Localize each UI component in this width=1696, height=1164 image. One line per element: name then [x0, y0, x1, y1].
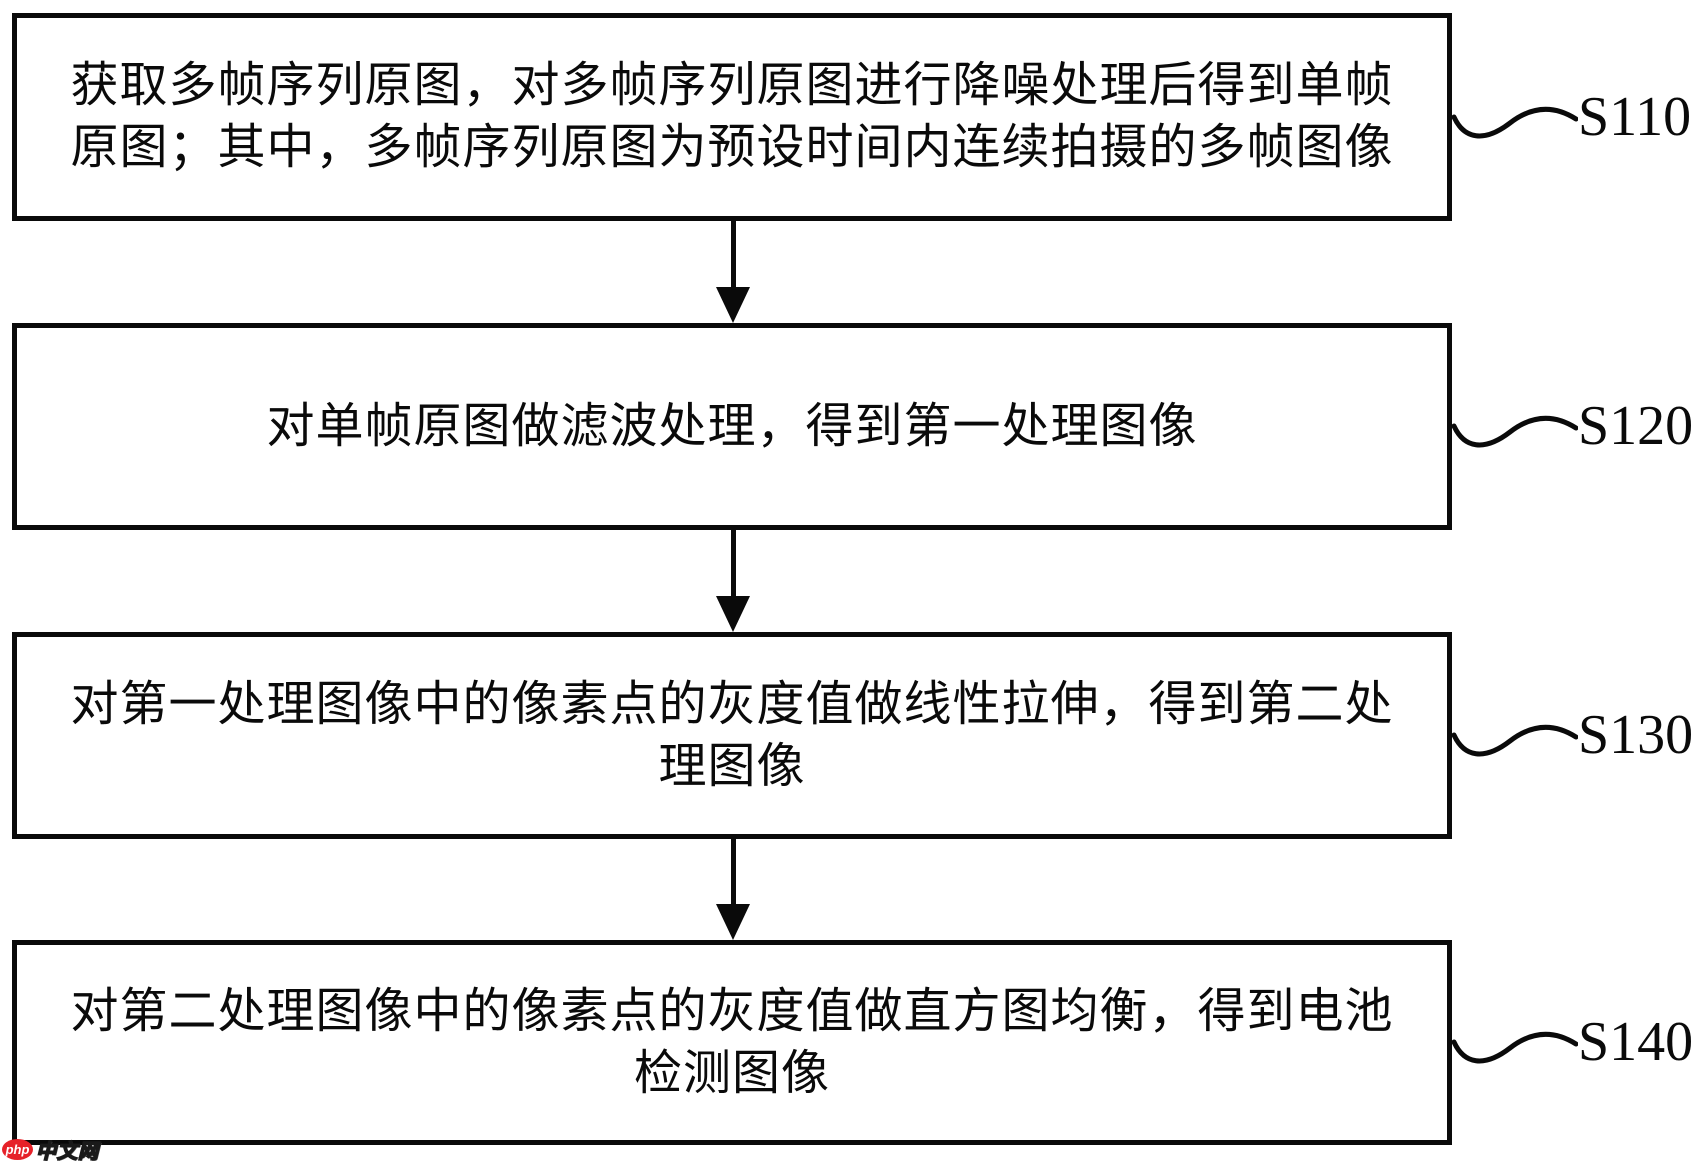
step-label: S110	[1578, 86, 1692, 148]
flow-arrow	[716, 529, 750, 632]
step-reference-s110: S110	[1452, 85, 1696, 149]
step-text-line: 对单帧原图做滤波处理，得到第一处理图像	[266, 399, 1198, 453]
step-text-line: 原图；其中，多帧序列原图为预设时间内连续拍摄的多帧图像	[70, 121, 1394, 174]
step-text-line: 检测图像	[633, 1046, 830, 1100]
step-reference-s140: S140	[1452, 1010, 1696, 1074]
flow-arrow	[716, 838, 750, 940]
step-reference-s130: S130	[1452, 703, 1696, 767]
step-label: S130	[1578, 704, 1694, 766]
php-badge-icon: php	[2, 1139, 33, 1160]
arrow-shaft	[731, 220, 736, 290]
watermark-logo: php 中文网	[2, 1138, 99, 1164]
step-text-line: 理图像	[658, 739, 806, 793]
squiggle-connector-icon	[1452, 724, 1578, 757]
arrow-down-icon	[716, 596, 750, 632]
watermark-text: 中文网	[35, 1140, 99, 1164]
step-text-line: 对第一处理图像中的像素点的灰度值做线性拉伸，得到第二处	[70, 677, 1394, 731]
flow-step-box-s140: 对第二处理图像中的像素点的灰度值做直方图均衡，得到电池 检测图像	[12, 940, 1452, 1145]
flow-arrow	[716, 220, 750, 323]
flow-step-box-s130: 对第一处理图像中的像素点的灰度值做线性拉伸，得到第二处 理图像	[12, 632, 1452, 839]
step-text-line: 获取多帧序列原图，对多帧序列原图进行降噪处理后得到单帧	[70, 59, 1394, 112]
step-label: S120	[1578, 395, 1694, 457]
arrow-shaft	[731, 529, 736, 599]
arrow-down-icon	[716, 287, 750, 323]
arrow-shaft	[731, 838, 736, 907]
arrow-down-icon	[716, 904, 750, 940]
step-text-line: 对第二处理图像中的像素点的灰度值做直方图均衡，得到电池	[70, 984, 1394, 1038]
squiggle-connector-icon	[1452, 106, 1578, 139]
squiggle-connector-icon	[1452, 415, 1578, 448]
step-label: S140	[1578, 1011, 1694, 1073]
step-reference-s120: S120	[1452, 394, 1696, 458]
flow-step-box-s110: 获取多帧序列原图，对多帧序列原图进行降噪处理后得到单帧 原图；其中，多帧序列原图…	[12, 13, 1452, 221]
squiggle-connector-icon	[1452, 1031, 1578, 1064]
flow-step-box-s120: 对单帧原图做滤波处理，得到第一处理图像	[12, 323, 1452, 530]
